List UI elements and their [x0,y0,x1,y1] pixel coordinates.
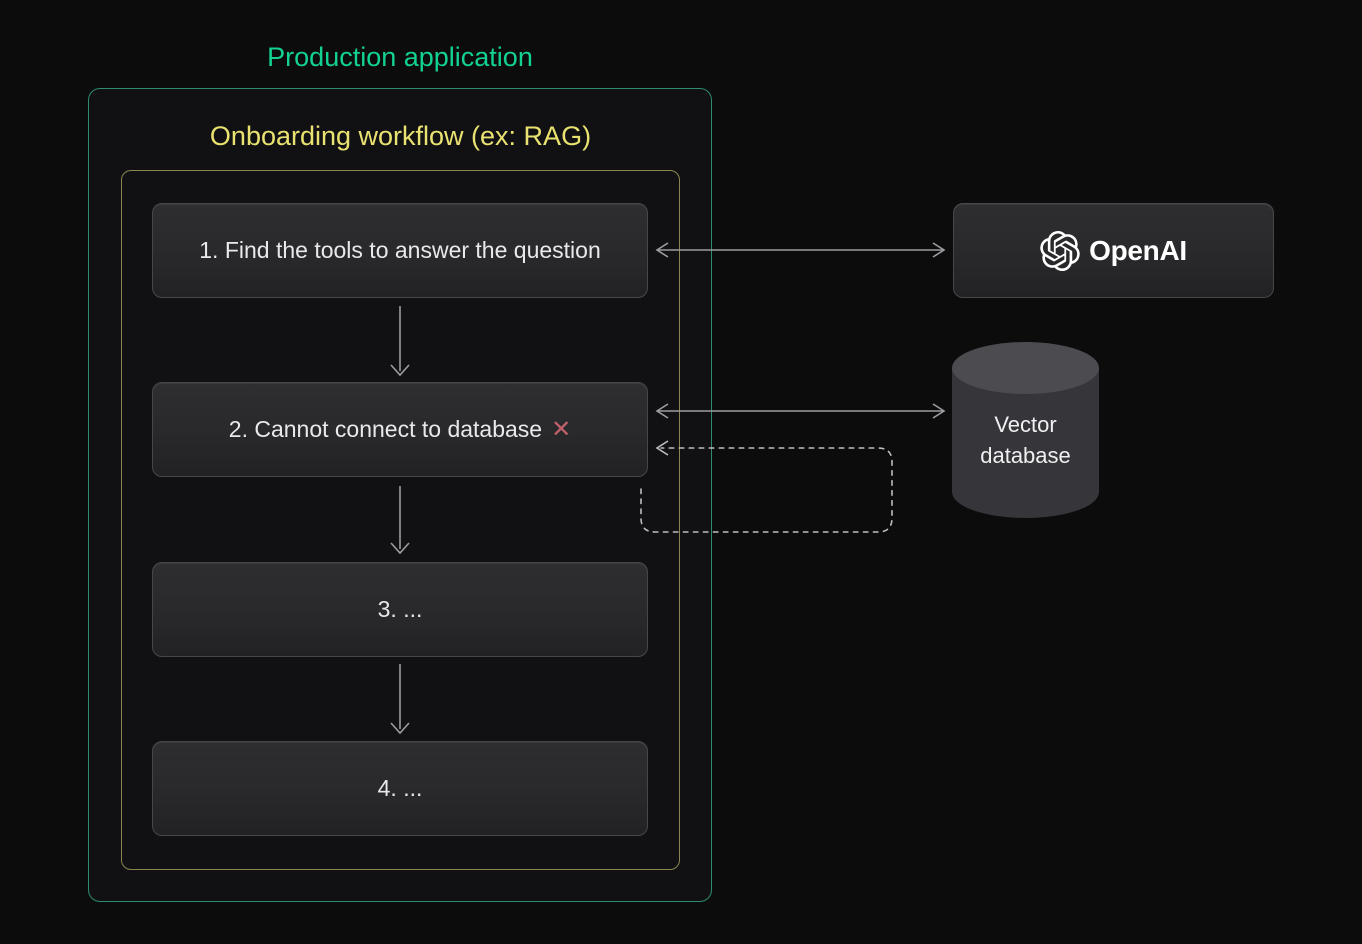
error-x-icon: ✕ [551,415,572,443]
step-3-label: 3. ... [377,596,423,622]
openai-label: OpenAI [1089,234,1187,266]
workflow-step-3: 3. ... [152,562,648,657]
production-application-title: Production application [267,42,533,72]
vector-database-cylinder [952,342,1099,518]
workflow-step-2: 2. Cannot connect to database ✕ [152,382,648,477]
workflow-step-4: 4. ... [152,741,648,836]
onboarding-workflow-title: Onboarding workflow (ex: RAG) [209,121,592,151]
workflow-step-1: 1. Find the tools to answer the question [152,203,648,298]
openai-service-node: OpenAI [953,203,1274,298]
step-1-label: 1. Find the tools to answer the question [199,237,601,263]
vector-database-label: Vector database [980,412,1071,468]
step-2-label: 2. Cannot connect to database [228,416,543,442]
step-4-label: 4. ... [377,775,423,801]
openai-logo-icon [1040,230,1080,271]
